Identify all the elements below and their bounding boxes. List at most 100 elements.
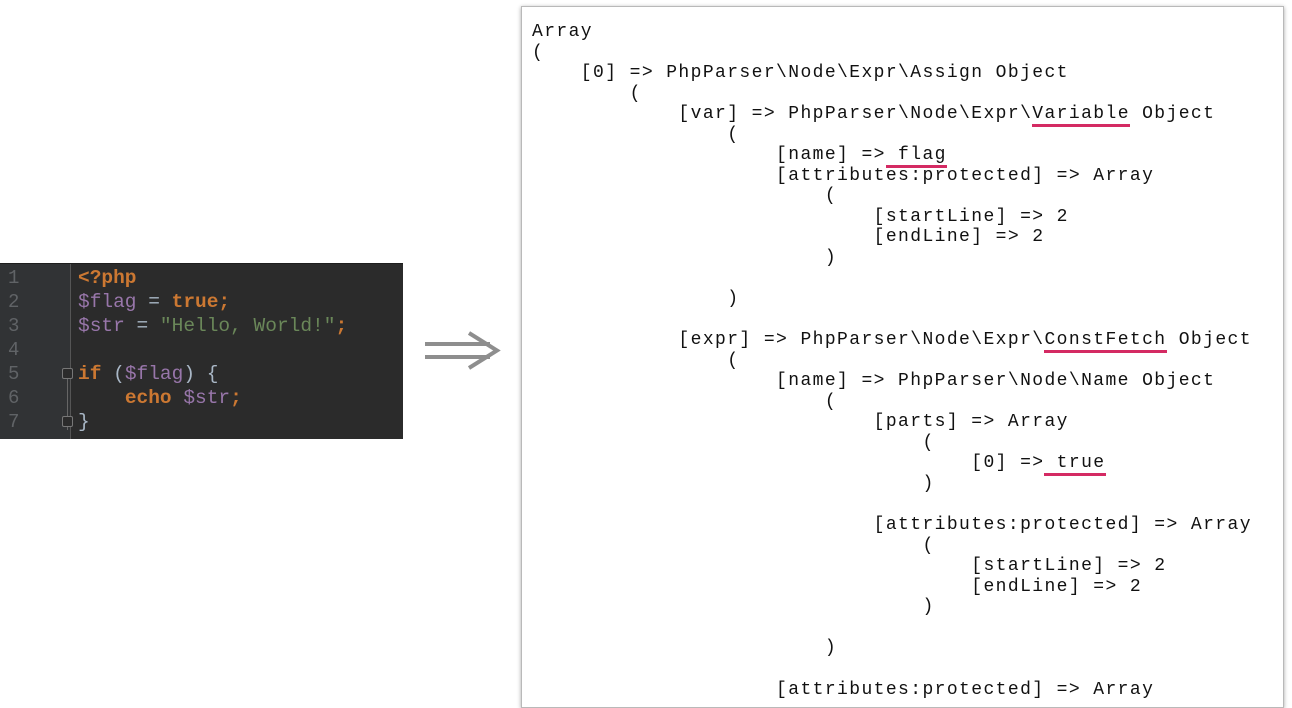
dump-line: [attributes:protected] => Array (532, 515, 1252, 536)
fold-close-icon[interactable] (62, 416, 73, 427)
dump-text: [attributes:protected] => Array (532, 679, 1155, 700)
dump-line: ( (532, 43, 1252, 64)
dump-text: [startLine] => 2 (532, 556, 1167, 577)
dump-line: ( (532, 392, 1252, 413)
code-line: $str = "Hello, World!"; (78, 314, 347, 338)
dump-line: [endLine] => 2 (532, 227, 1252, 248)
line-number: 7 (8, 411, 20, 433)
line-number: 5 (8, 363, 20, 385)
code-token: <?php (78, 267, 137, 289)
dump-text: [parts] => Array (532, 412, 1069, 433)
code-token: = (136, 291, 172, 313)
dump-line: ) (532, 289, 1252, 310)
dump-line: ) (532, 597, 1252, 618)
code-token: if (78, 363, 102, 385)
dump-text: ( (532, 42, 545, 63)
dump-line: [startLine] => 2 (532, 556, 1252, 577)
dump-text: [var] => PhpParser\Node\Expr\ (532, 104, 1033, 125)
dump-text: ) (532, 248, 838, 269)
fold-open-icon[interactable] (62, 368, 73, 379)
dump-line (532, 269, 1252, 290)
dump-line: [attributes:protected] => Array (532, 680, 1252, 701)
dump-text: ( (532, 535, 935, 556)
line-number: 1 (8, 267, 20, 289)
code-token: "Hello, World!" (159, 315, 336, 337)
code-line: <?php (78, 266, 137, 290)
code-token: ; (335, 315, 348, 337)
highlighted-value: Variable (1032, 104, 1130, 128)
code-token (172, 387, 184, 409)
dump-line: [startLine] => 2 (532, 207, 1252, 228)
code-token: = (124, 315, 160, 337)
double-right-arrow-icon (425, 331, 501, 370)
code-token: $flag (78, 291, 137, 313)
dump-line: ( (532, 186, 1252, 207)
dump-line: ( (532, 536, 1252, 557)
dump-line: ( (532, 433, 1252, 454)
code-token: ; (230, 387, 242, 409)
code-token: } (78, 411, 90, 433)
code-line: echo $str; (78, 386, 242, 410)
dump-text: [name] => (532, 145, 886, 166)
dump-line: [name] => PhpParser\Node\Name Object (532, 371, 1252, 392)
dump-line: [expr] => PhpParser\Node\Expr\ConstFetch… (532, 330, 1252, 354)
dump-text: [attributes:protected] => Array (532, 165, 1155, 186)
dump-text: [endLine] => 2 (532, 576, 1143, 597)
dump-text: ( (532, 124, 740, 145)
code-token: ( (101, 363, 125, 385)
dump-text: ( (532, 186, 838, 207)
dump-text: Object (1129, 104, 1216, 125)
dump-text: ) (532, 289, 740, 310)
code-token: $str (183, 387, 231, 409)
dump-text: Object (1166, 330, 1252, 351)
dump-line (532, 659, 1252, 680)
line-number-gutter (0, 264, 71, 439)
dump-text: ( (532, 350, 740, 371)
code-token (78, 387, 125, 409)
dump-line: ( (532, 351, 1252, 372)
fold-guide (67, 372, 68, 430)
dump-line: ) (532, 248, 1252, 269)
dump-line (532, 310, 1252, 331)
dump-text: ) (532, 638, 838, 659)
highlighted-value: true (1044, 453, 1106, 477)
line-number: 4 (8, 339, 20, 361)
dump-text: [endLine] => 2 (532, 227, 1045, 248)
dump-line: ) (532, 638, 1252, 659)
dump-line: ( (532, 125, 1252, 146)
dump-line: ) (532, 474, 1252, 495)
ast-dump-panel: Array( [0] => PhpParser\Node\Expr\Assign… (521, 6, 1284, 708)
code-token: echo (124, 387, 172, 409)
dump-text: ( (532, 83, 642, 104)
dump-line (532, 618, 1252, 639)
dump-line: [parts] => Array (532, 412, 1252, 433)
line-number: 3 (8, 315, 20, 337)
code-line: $flag = true; (78, 290, 230, 314)
highlighted-value: ConstFetch (1044, 330, 1167, 354)
code-token: $flag (124, 363, 184, 385)
dump-line: [name] => flag (532, 145, 1252, 169)
line-number: 2 (8, 291, 20, 313)
dump-line: [endLine] => 2 (532, 577, 1252, 598)
code-line: if ($flag) { (78, 362, 218, 386)
dump-line: [0] => true (532, 453, 1252, 477)
dump-text: [0] => (532, 453, 1045, 474)
dump-line: [attributes:protected] => Array (532, 166, 1252, 187)
dump-text: [startLine] => 2 (532, 206, 1069, 227)
arrow-head (467, 331, 501, 370)
dump-line (532, 495, 1252, 516)
code-line: } (78, 410, 90, 434)
code-token: ) { (183, 363, 219, 385)
dump-line: ( (532, 84, 1252, 105)
dump-line: [var] => PhpParser\Node\Expr\Variable Ob… (532, 104, 1252, 128)
dump-text: [name] => PhpParser\Node\Name Object (532, 371, 1216, 392)
code-token: $str (78, 315, 125, 337)
code-token: true; (171, 291, 231, 313)
dump-text: [attributes:protected] => Array (532, 515, 1252, 536)
dump-text: ) (532, 474, 935, 495)
dump-text: Array (532, 22, 594, 42)
line-number: 6 (8, 387, 20, 409)
dump-text: ( (532, 432, 935, 453)
highlighted-value: flag (885, 145, 947, 169)
